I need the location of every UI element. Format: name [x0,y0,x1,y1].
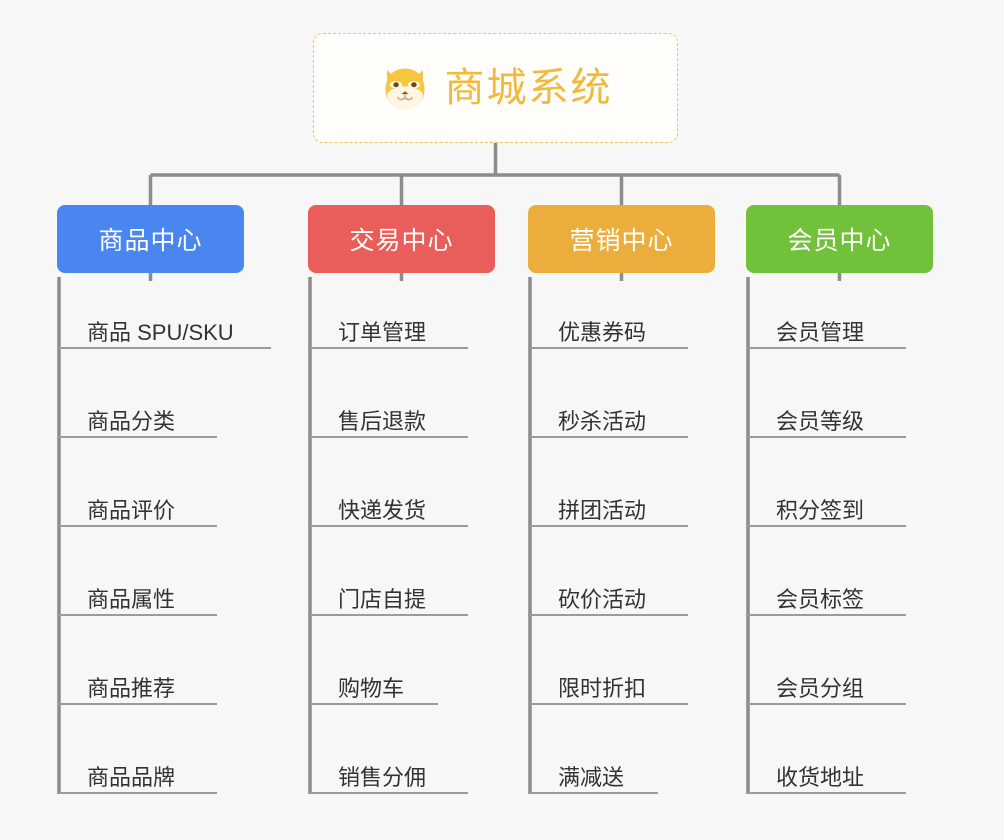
leaf-item-label: 拼团活动 [558,497,647,523]
root-node[interactable]: 商城系统 [313,33,678,143]
category-label: 营销中心 [569,227,674,255]
leaf-item-label: 订单管理 [338,319,427,345]
leaf-item[interactable]: 购物车 [308,669,438,705]
leaf-item-label: 商品推荐 [87,675,176,701]
leaf-item[interactable]: 商品评价 [57,491,217,527]
leaf-item-label: 会员等级 [776,408,865,434]
leaf-item-label: 会员管理 [776,319,865,345]
category-box-trade-center[interactable]: 交易中心 [308,205,495,273]
leaf-item-label: 积分签到 [776,497,865,523]
leaf-item[interactable]: 销售分佣 [308,758,468,794]
leaf-item-label: 满减送 [558,764,625,790]
leaf-item[interactable]: 砍价活动 [528,580,688,616]
category-box-product-center[interactable]: 商品中心 [57,205,244,273]
leaf-item[interactable]: 商品 SPU/SKU [57,313,271,349]
leaf-item[interactable]: 门店自提 [308,580,468,616]
leaf-item-label: 商品分类 [87,408,176,434]
leaf-item-label: 商品品牌 [87,764,176,790]
leaf-item-label: 会员标签 [776,586,865,612]
leaf-item[interactable]: 售后退款 [308,402,468,438]
leaf-item[interactable]: 拼团活动 [528,491,688,527]
leaf-item-label: 购物车 [338,675,405,701]
leaf-item-label: 销售分佣 [338,764,427,790]
leaf-item[interactable]: 会员管理 [746,313,906,349]
leaf-item-label: 砍价活动 [558,586,647,612]
leaf-item-label: 秒杀活动 [558,408,647,434]
leaf-item-label: 商品属性 [87,586,176,612]
leaf-item-label: 优惠券码 [558,319,647,345]
leaf-item[interactable]: 收货地址 [746,758,906,794]
category-label: 商品中心 [98,227,203,255]
leaf-item[interactable]: 满减送 [528,758,658,794]
leaf-item[interactable]: 优惠券码 [528,313,688,349]
category-box-member-center[interactable]: 会员中心 [746,205,933,273]
leaf-item-label: 限时折扣 [558,675,647,701]
category-label: 交易中心 [349,227,454,255]
leaf-item-label: 门店自提 [338,586,427,612]
leaf-item-label: 商品 SPU/SKU [87,319,234,345]
leaf-item[interactable]: 商品推荐 [57,669,217,705]
leaf-item[interactable]: 限时折扣 [528,669,688,705]
leaf-item[interactable]: 商品属性 [57,580,217,616]
leaf-item-label: 售后退款 [338,408,427,434]
root-title: 商城系统 [444,66,613,110]
leaf-item-label: 收货地址 [776,764,865,790]
leaf-item[interactable]: 商品分类 [57,402,217,438]
leaf-item[interactable]: 秒杀活动 [528,402,688,438]
leaf-item-label: 会员分组 [776,675,865,701]
leaf-item[interactable]: 会员分组 [746,669,906,705]
leaf-item-label: 快递发货 [338,497,427,523]
category-box-marketing-center[interactable]: 营销中心 [528,205,715,273]
leaf-item[interactable]: 订单管理 [308,313,468,349]
leaf-item[interactable]: 会员等级 [746,402,906,438]
leaf-item-label: 商品评价 [87,497,176,523]
leaf-item[interactable]: 积分签到 [746,491,906,527]
shiba-dog-face-icon [385,68,424,110]
leaf-item[interactable]: 会员标签 [746,580,906,616]
leaf-item[interactable]: 商品品牌 [57,758,217,794]
leaf-item[interactable]: 快递发货 [308,491,468,527]
category-label: 会员中心 [787,227,892,255]
